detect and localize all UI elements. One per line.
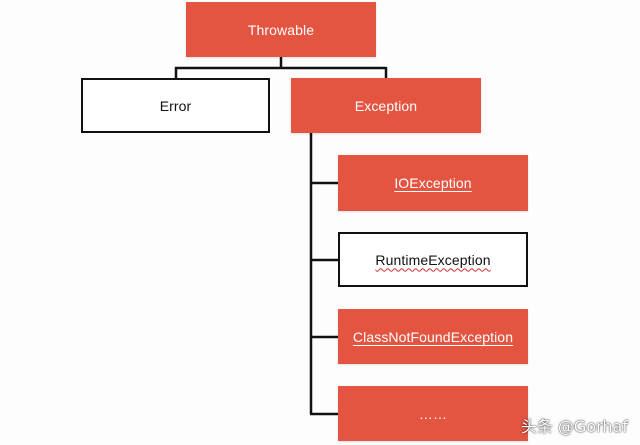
node-throwable: Throwable: [186, 2, 376, 57]
node-runtimeexception-label: RuntimeException: [375, 251, 491, 268]
node-runtimeexception: RuntimeException: [338, 232, 528, 287]
node-exception: Exception: [291, 78, 481, 133]
node-ioexception: IOException: [338, 155, 528, 211]
node-more-label: ……: [418, 405, 448, 422]
node-error-label: Error: [159, 97, 192, 114]
node-ioexception-label: IOException: [394, 175, 472, 191]
node-error: Error: [81, 78, 270, 133]
node-throwable-label: Throwable: [247, 21, 315, 38]
node-classnotfoundexception-label: ClassNotFoundException: [352, 328, 514, 345]
node-more: ……: [338, 386, 528, 441]
node-exception-label: Exception: [354, 97, 418, 114]
watermark: 头条 @Gorhaf: [520, 417, 628, 436]
node-classnotfoundexception: ClassNotFoundException: [338, 309, 528, 364]
